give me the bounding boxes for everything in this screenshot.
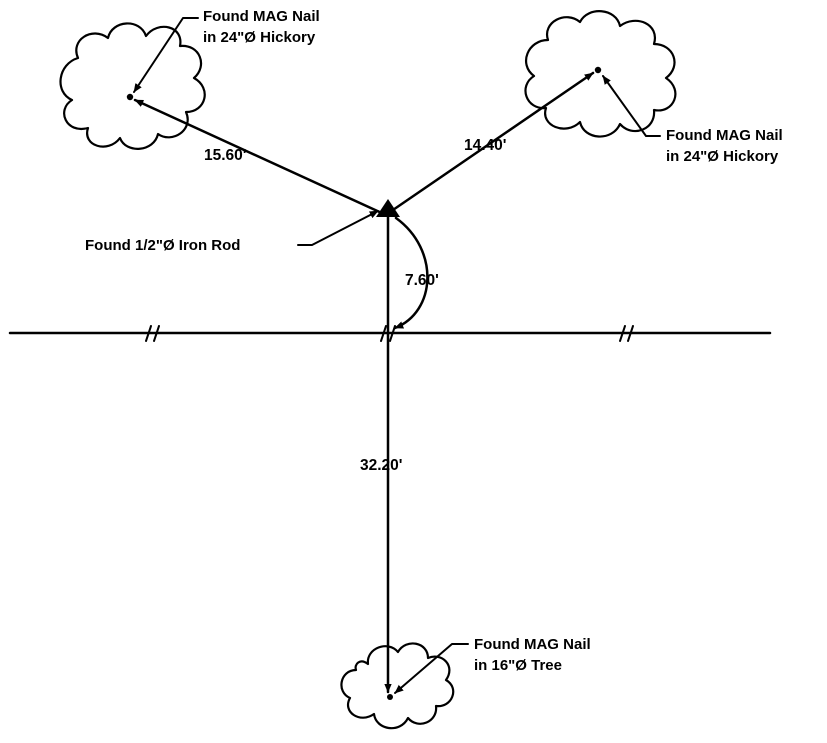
road-centerline	[8, 325, 772, 342]
tree-ne-label-line1: Found MAG Nail	[666, 127, 783, 144]
iron-rod-symbol	[376, 199, 400, 217]
leader-tree-s	[394, 643, 469, 694]
road-offset-arc	[393, 216, 429, 330]
tree-nw-nail-point	[126, 93, 134, 101]
iron-rod-label: Found 1/2"Ø Iron Rod	[85, 237, 240, 254]
break-mark-west	[145, 325, 160, 342]
tree-s-label-line2: in 16"Ø Tree	[474, 657, 562, 674]
tree-nw-symbol	[59, 22, 206, 150]
break-mark-east	[619, 325, 634, 342]
tree-s-label-line1: Found MAG Nail	[474, 636, 591, 653]
tree-ne-symbol	[524, 10, 677, 138]
tree-ne-label-line2: in 24"Ø Hickory	[666, 148, 779, 165]
tie-line-nw	[133, 98, 386, 216]
distance-nw-label: 15.60'	[204, 147, 246, 164]
tree-s-nail-point	[387, 694, 393, 700]
leader-tree-ne	[602, 75, 661, 137]
leader-tree-nw	[133, 17, 199, 93]
distance-ne-label: 14.40'	[464, 137, 506, 154]
tree-nw-label-line2: in 24"Ø Hickory	[203, 29, 316, 46]
tree-nw-label-line1: Found MAG Nail	[203, 8, 320, 25]
distance-road-label: 7.60'	[405, 272, 439, 289]
leader-iron-rod	[297, 210, 379, 246]
distance-south-label: 32.20'	[360, 457, 402, 474]
tie-line-ne	[388, 71, 595, 214]
tree-ne-nail-point	[594, 66, 602, 74]
